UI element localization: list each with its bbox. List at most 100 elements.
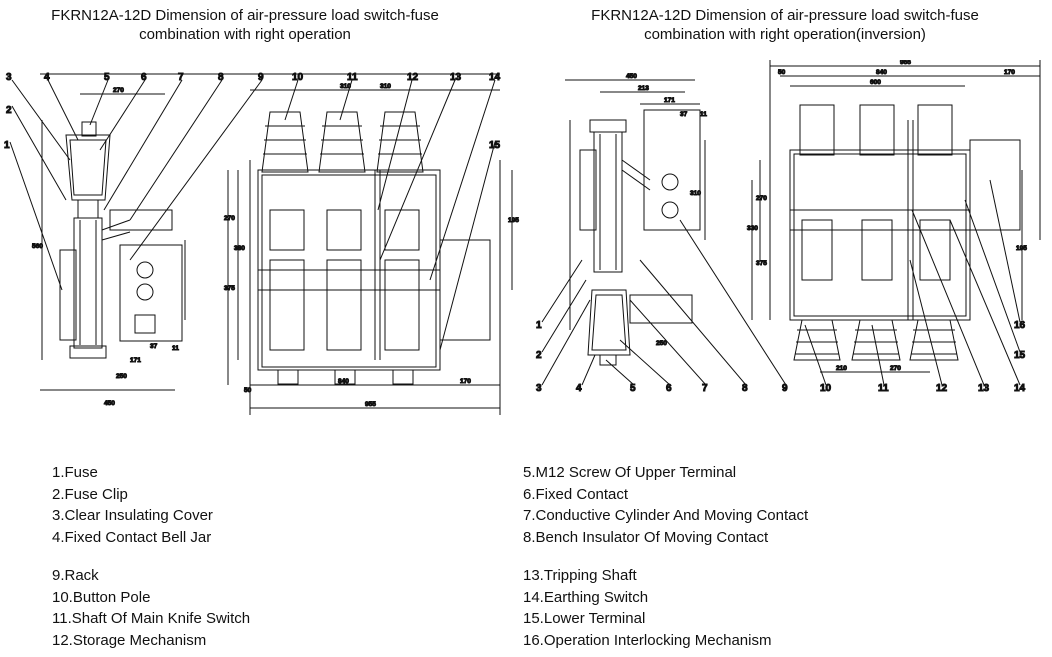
legend-group-b: 5.M12 Screw Of Upper Terminal 6.Fixed Co… bbox=[523, 462, 808, 548]
right-callout: 16 bbox=[1014, 320, 1026, 331]
right-callout: 5 bbox=[630, 383, 636, 394]
right-callout: 11 bbox=[878, 383, 889, 394]
right-drawing-title: FKRN12A-12D Dimension of air-pressure lo… bbox=[530, 6, 1040, 44]
left-callouts: 3 4 5 6 7 8 9 10 11 12 13 14 2 1 15 bbox=[4, 72, 502, 152]
right-callout: 14 bbox=[1014, 383, 1026, 394]
left-callout: 15 bbox=[489, 140, 501, 151]
right-callout: 9 bbox=[782, 383, 788, 394]
legend-item: 15.Lower Terminal bbox=[523, 610, 646, 627]
right-callout: 1 bbox=[536, 320, 542, 331]
left-callout: 11 bbox=[347, 72, 358, 83]
left-dimension-value: 170 bbox=[460, 378, 471, 385]
left-dimension-value: 171 bbox=[130, 357, 141, 364]
right-callout: 13 bbox=[978, 383, 990, 394]
right-callout: 8 bbox=[742, 383, 748, 394]
left-callout: 7 bbox=[178, 72, 184, 83]
left-leader-lines bbox=[9, 79, 496, 351]
right-callout: 15 bbox=[1014, 350, 1026, 361]
legend-item: 16.Operation Interlocking Mechanism bbox=[523, 631, 772, 649]
right-dimension-value: 375 bbox=[756, 260, 767, 267]
legend-group-c: 9.Rack 10.Button Pole 11.Shaft Of Main K… bbox=[52, 565, 250, 651]
left-dimension-drawing: 3 4 5 6 7 8 9 10 11 12 13 14 2 1 15 270 … bbox=[4, 72, 520, 415]
left-dimension-value: 250 bbox=[116, 373, 127, 380]
right-side-view bbox=[579, 109, 701, 366]
left-callout: 1 bbox=[4, 140, 10, 151]
right-callout: 12 bbox=[936, 383, 948, 394]
left-side-view bbox=[59, 121, 183, 359]
left-title-line-2: combination with right operation bbox=[139, 26, 351, 43]
left-dimension-value: 11 bbox=[172, 345, 179, 352]
legend-item: 5.M12 Screw Of Upper Terminal bbox=[523, 464, 737, 481]
legend-item: 7.Conductive Cylinder And Moving Contact bbox=[523, 507, 809, 524]
left-dimension-value: 195 bbox=[508, 217, 519, 224]
right-dimension-value: 270 bbox=[890, 365, 901, 372]
right-front-view bbox=[789, 104, 1021, 361]
right-dimension-value: 840 bbox=[876, 69, 887, 76]
right-dimension-value: 450 bbox=[626, 73, 637, 80]
right-dimension-value: 171 bbox=[664, 97, 675, 104]
left-callout: 5 bbox=[104, 72, 110, 83]
left-drawing-title: FKRN12A-12D Dimension of air-pressure lo… bbox=[10, 6, 480, 44]
right-callout: 2 bbox=[536, 350, 542, 361]
legend-item: 9.Rack bbox=[52, 567, 99, 584]
left-callout: 8 bbox=[218, 72, 224, 83]
right-dimension-drawing: 1 2 3 4 5 6 7 8 9 10 11 12 13 14 15 16 9… bbox=[536, 60, 1041, 395]
legend-item: 1.Fuse bbox=[52, 464, 98, 481]
left-title-line-1: FKRN12A-12D Dimension of air-pressure lo… bbox=[51, 7, 439, 24]
right-callout: 10 bbox=[820, 383, 832, 394]
right-callout: 4 bbox=[576, 383, 582, 394]
legend-item: 12.Storage Mechanism bbox=[52, 631, 207, 649]
right-dimension-value: 210 bbox=[836, 365, 847, 372]
left-callout: 9 bbox=[258, 72, 264, 83]
left-dimension-value: 270 bbox=[113, 87, 124, 94]
right-dimension-value: 600 bbox=[870, 79, 881, 86]
right-title-line-1: FKRN12A-12D Dimension of air-pressure lo… bbox=[591, 7, 979, 24]
left-dimension-value: 955 bbox=[365, 401, 376, 408]
right-leader-lines bbox=[541, 179, 1021, 386]
right-dimension-value: 330 bbox=[747, 225, 758, 232]
legend-item: 10.Button Pole bbox=[52, 588, 151, 606]
right-callouts: 1 2 3 4 5 6 7 8 9 10 11 12 13 14 15 16 bbox=[536, 320, 1027, 395]
legend-group-d: 13.Tripping Shaft 14.Earthing Switch 15.… bbox=[523, 565, 771, 651]
legend-item: 3.Clear Insulating Cover bbox=[52, 507, 213, 524]
left-callout: 3 bbox=[6, 72, 12, 83]
right-dimension-value: 195 bbox=[1016, 245, 1027, 252]
left-callout: 10 bbox=[292, 72, 304, 83]
left-callout: 6 bbox=[141, 72, 147, 83]
right-dimension-value: 213 bbox=[638, 85, 649, 92]
right-callout: 3 bbox=[536, 383, 542, 394]
right-dimension-value: 11 bbox=[700, 111, 707, 118]
left-callout: 13 bbox=[450, 72, 462, 83]
legend-item: 13.Tripping Shaft bbox=[523, 567, 637, 584]
legend-item: 4.Fixed Contact Bell Jar bbox=[52, 528, 212, 546]
left-dimension-value: 840 bbox=[338, 378, 349, 385]
left-dimension-value: 270 bbox=[224, 215, 235, 222]
right-dimension-lines bbox=[565, 60, 1041, 373]
left-dimension-value: 50 bbox=[244, 387, 252, 394]
legend-group-a: 1.Fuse 2.Fuse Clip 3.Clear Insulating Co… bbox=[52, 462, 213, 548]
left-callout: 2 bbox=[6, 105, 12, 116]
left-dimension-value: 375 bbox=[224, 285, 235, 292]
left-dimension-value: 37 bbox=[150, 343, 158, 350]
left-dimension-lines bbox=[40, 73, 513, 415]
legend-item: 8.Bench Insulator Of Moving Contact bbox=[523, 528, 769, 546]
right-dimension-value: 310 bbox=[690, 190, 701, 197]
right-dimension-value: 170 bbox=[1004, 69, 1015, 76]
left-dimension-value: 330 bbox=[234, 245, 245, 252]
left-dimension-value: 560 bbox=[32, 243, 43, 250]
right-dimension-value: 50 bbox=[778, 69, 786, 76]
right-title-line-2: combination with right operation(inversi… bbox=[644, 26, 926, 43]
right-dimension-value: 37 bbox=[680, 111, 688, 118]
left-callout: 4 bbox=[44, 72, 50, 83]
right-dimension-values: 955 840 600 170 450 213 171 37 11 50 270… bbox=[626, 60, 1028, 373]
left-dimension-values: 270 310 840 50 170 955 450 171 250 37 11… bbox=[32, 83, 520, 409]
legend-item: 2.Fuse Clip bbox=[52, 485, 128, 503]
legend-item: 6.Fixed Contact bbox=[523, 485, 629, 503]
right-dimension-value: 250 bbox=[656, 340, 667, 347]
legend-item: 11.Shaft Of Main Knife Switch bbox=[52, 610, 251, 627]
left-dimension-value: 450 bbox=[104, 400, 115, 407]
right-callout: 7 bbox=[702, 383, 708, 394]
left-front-view bbox=[257, 111, 491, 385]
left-callout: 12 bbox=[407, 72, 419, 83]
left-dimension-value: 310 bbox=[340, 83, 351, 90]
